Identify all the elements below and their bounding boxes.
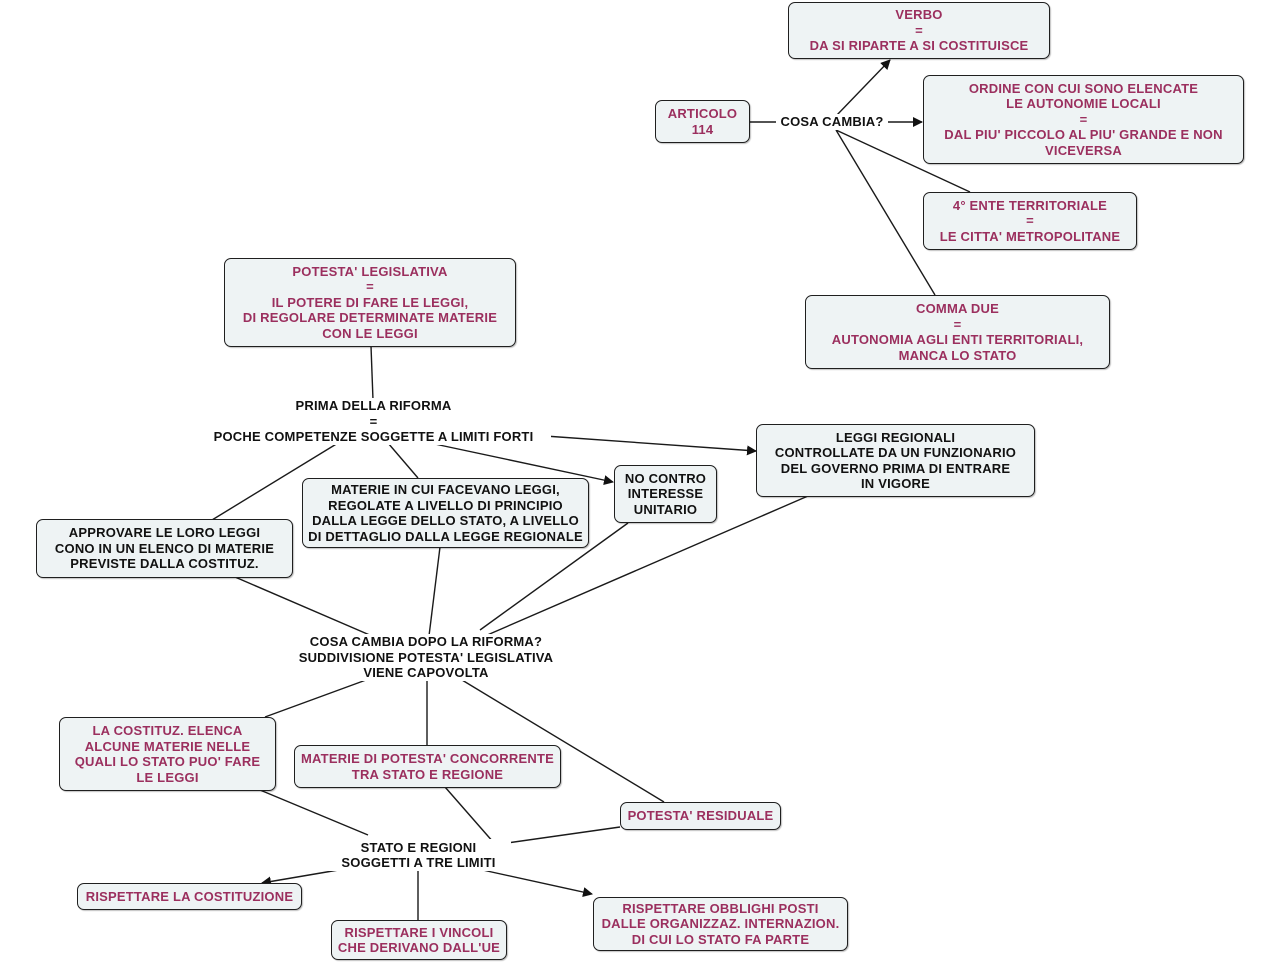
edge-potesta-prima — [370, 345, 374, 401]
edge-materie-dopo — [428, 546, 441, 637]
edge-prima-approvare — [211, 442, 339, 521]
rispettare-ue-node: RISPETTARE I VINCOLI CHE DERIVANO DALL'U… — [331, 920, 507, 960]
edge-nocontro-dopo — [479, 522, 629, 631]
ordine-node: ORDINE CON CUI SONO ELENCATE LE AUTONOMI… — [923, 75, 1244, 164]
edge-dopo-residuale — [461, 679, 665, 803]
cosa-cambia-node: COSA CAMBIA? — [776, 114, 888, 130]
costituz-elenca-node: LA COSTITUZ. ELENCA ALCUNE MATERIE NELLE… — [59, 717, 276, 791]
articolo-node: ARTICOLO 114 — [655, 100, 750, 143]
rispettare-obblighi-node: RISPETTARE OBBLIGHI POSTI DALLE ORGANIZZ… — [593, 897, 848, 951]
edge-leggi-dopo — [484, 495, 809, 637]
edge-cosa-ente — [835, 129, 971, 193]
comma-node: COMMA DUE = AUTONOMIA AGLI ENTI TERRITOR… — [805, 295, 1110, 369]
prima-riforma-node: PRIMA DELLA RIFORMA = POCHE COMPETENZE S… — [196, 398, 551, 445]
potesta-legislativa-node: POTESTA' LEGISLATIVA = IL POTERE DI FARE… — [224, 258, 516, 347]
edge-cosa-comma — [835, 129, 936, 296]
verbo-node: VERBO = DA SI RIPARTE A SI COSTITUISCE — [788, 2, 1050, 59]
edge-costituz-stato — [259, 789, 369, 836]
dopo-riforma-node: COSA CAMBIA DOPO LA RIFORMA? SUDDIVISION… — [278, 634, 574, 681]
edge-residuale-stato — [506, 826, 621, 844]
edge-prima-nocontro — [429, 442, 614, 486]
edge-concorrente-stato — [444, 786, 495, 844]
leggi-regionali-node: LEGGI REGIONALI CONTROLLATE DA UN FUNZIO… — [756, 424, 1035, 497]
residuale-node: POTESTA' RESIDUALE — [620, 802, 781, 830]
edge-dopo-costituz — [264, 679, 367, 718]
edge-prima-leggi — [544, 435, 757, 456]
approvare-node: APPROVARE LE LORO LEGGI CONO IN UN ELENC… — [36, 519, 293, 578]
edge-prima-materie — [387, 442, 419, 479]
materie-in-cui-node: MATERIE IN CUI FACEVANO LEGGI, REGOLATE … — [302, 478, 589, 548]
edge-approvare-dopo — [234, 576, 373, 637]
no-contro-node: NO CONTRO INTERESSE UNITARIO — [614, 465, 717, 523]
rispettare-costituzione-node: RISPETTARE LA COSTITUZIONE — [77, 883, 302, 910]
edge-stato-obb — [477, 868, 593, 897]
stato-regioni-node: STATO E REGIONI SOGGETTI A TRE LIMITI — [326, 839, 511, 871]
concorrente-node: MATERIE DI POTESTA' CONCORRENTE TRA STAT… — [294, 745, 561, 788]
edge-cosa-verbo — [835, 59, 891, 117]
ente-node: 4° ENTE TERRITORIALE = LE CITTA' METROPO… — [923, 192, 1137, 250]
